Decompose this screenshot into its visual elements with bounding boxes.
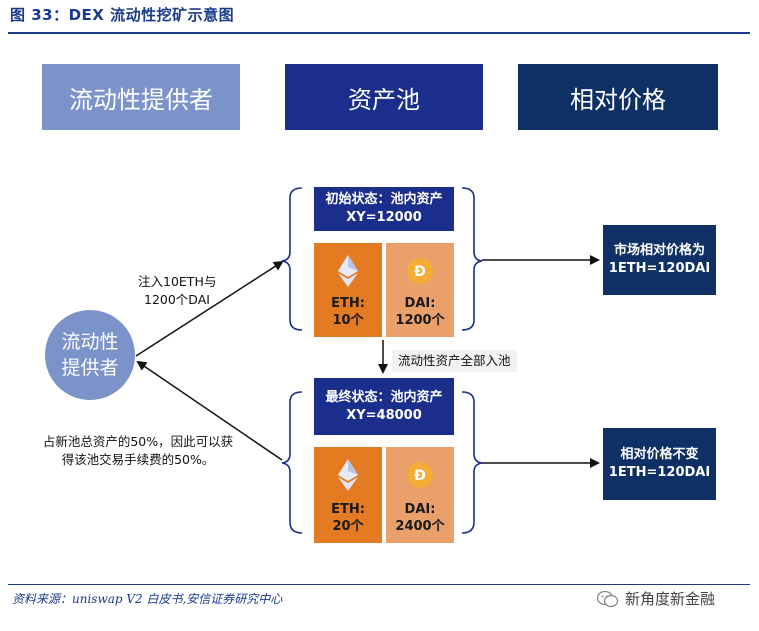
inject-note: 注入10ETH与 1200个DAI [138, 273, 216, 309]
dai-coin-icon: Ð [407, 258, 433, 284]
figure-title: 图 33：DEX 流动性挖矿示意图 [10, 6, 235, 24]
brace-top-left [281, 187, 303, 331]
top-dai-tile: Ð DAI: 1200个 [386, 243, 454, 337]
bottom-dai-tile: Ð DAI: 2400个 [386, 447, 454, 543]
initial-state-line1: 初始状态：池内资产 [325, 192, 443, 207]
footer-rule [8, 584, 750, 585]
header-label: 相对价格 [570, 85, 666, 114]
wechat-icon [596, 590, 619, 607]
header-liquidity-provider: 流动性提供者 [42, 64, 240, 130]
final-state-box: 最终状态：池内资产 XY=48000 [314, 378, 454, 435]
provider-line2: 提供者 [61, 357, 119, 379]
brace-top-right [461, 187, 483, 331]
brace-bottom-right [461, 391, 483, 534]
header-label: 流动性提供者 [69, 85, 213, 114]
market-price-line2: 1ETH=120DAI [608, 261, 711, 276]
unchanged-price-line2: 1ETH=120DAI [608, 465, 711, 480]
top-eth-symbol: ETH: [331, 296, 365, 311]
arrow-bottom-pool-to-provider [136, 360, 283, 461]
title-rule [8, 32, 750, 34]
bottom-eth-symbol: ETH: [331, 502, 365, 517]
market-price-line1: 市场相对价格为 [613, 243, 705, 258]
svg-text:Ð: Ð [414, 468, 426, 484]
watermark: 新角度新金融 [596, 588, 716, 609]
unchanged-price-line1: 相对价格不变 [620, 447, 699, 462]
final-state-line1: 最终状态：池内资产 [325, 389, 443, 405]
source-note: 资料来源：uniswap V2 白皮书,安信证券研究中心 [12, 592, 283, 606]
bottom-eth-tile: ETH: 20个 [314, 447, 382, 543]
top-eth-tile: ETH: 10个 [314, 243, 382, 337]
header-label: 资产池 [348, 85, 420, 114]
share-note-line2: 得该池交易手续费的50%。 [61, 452, 215, 467]
initial-state-line2: XY=12000 [346, 210, 422, 225]
bottom-dai-symbol: DAI: [404, 502, 436, 517]
watermark-text: 新角度新金融 [625, 590, 716, 608]
unchanged-price-box: 相对价格不变 1ETH=120DAI [603, 428, 716, 500]
top-dai-symbol: DAI: [404, 296, 436, 311]
bottom-dai-amount: 2400个 [395, 519, 445, 534]
arrow-provider-to-top-pool [135, 260, 284, 357]
dai-coin-icon: Ð [407, 462, 433, 488]
ethereum-icon [338, 255, 358, 287]
share-note-line1: 占新池总资产的50%，因此可以获 [42, 434, 234, 449]
share-note: 占新池总资产的50%，因此可以获 得该池交易手续费的50%。 [18, 433, 258, 469]
final-state-line2: XY=48000 [346, 407, 422, 423]
brace-bottom-left [281, 391, 303, 534]
inject-note-line2: 1200个DAI [144, 292, 210, 307]
top-eth-amount: 10个 [332, 313, 364, 328]
header-asset-pool: 资产池 [285, 64, 483, 130]
inject-note-line1: 注入10ETH与 [138, 274, 217, 289]
top-dai-amount: 1200个 [395, 313, 445, 328]
initial-state-box: 初始状态：池内资产 XY=12000 [314, 187, 454, 231]
transfer-note: 流动性资产全部入池 [392, 350, 517, 372]
market-price-box: 市场相对价格为 1ETH=120DAI [603, 225, 716, 295]
svg-text:Ð: Ð [414, 264, 426, 280]
liquidity-provider-node: 流动性 提供者 [45, 310, 135, 400]
bottom-eth-amount: 20个 [332, 519, 364, 534]
provider-line1: 流动性 [61, 331, 119, 353]
ethereum-icon [338, 459, 358, 491]
header-relative-price: 相对价格 [518, 64, 718, 130]
